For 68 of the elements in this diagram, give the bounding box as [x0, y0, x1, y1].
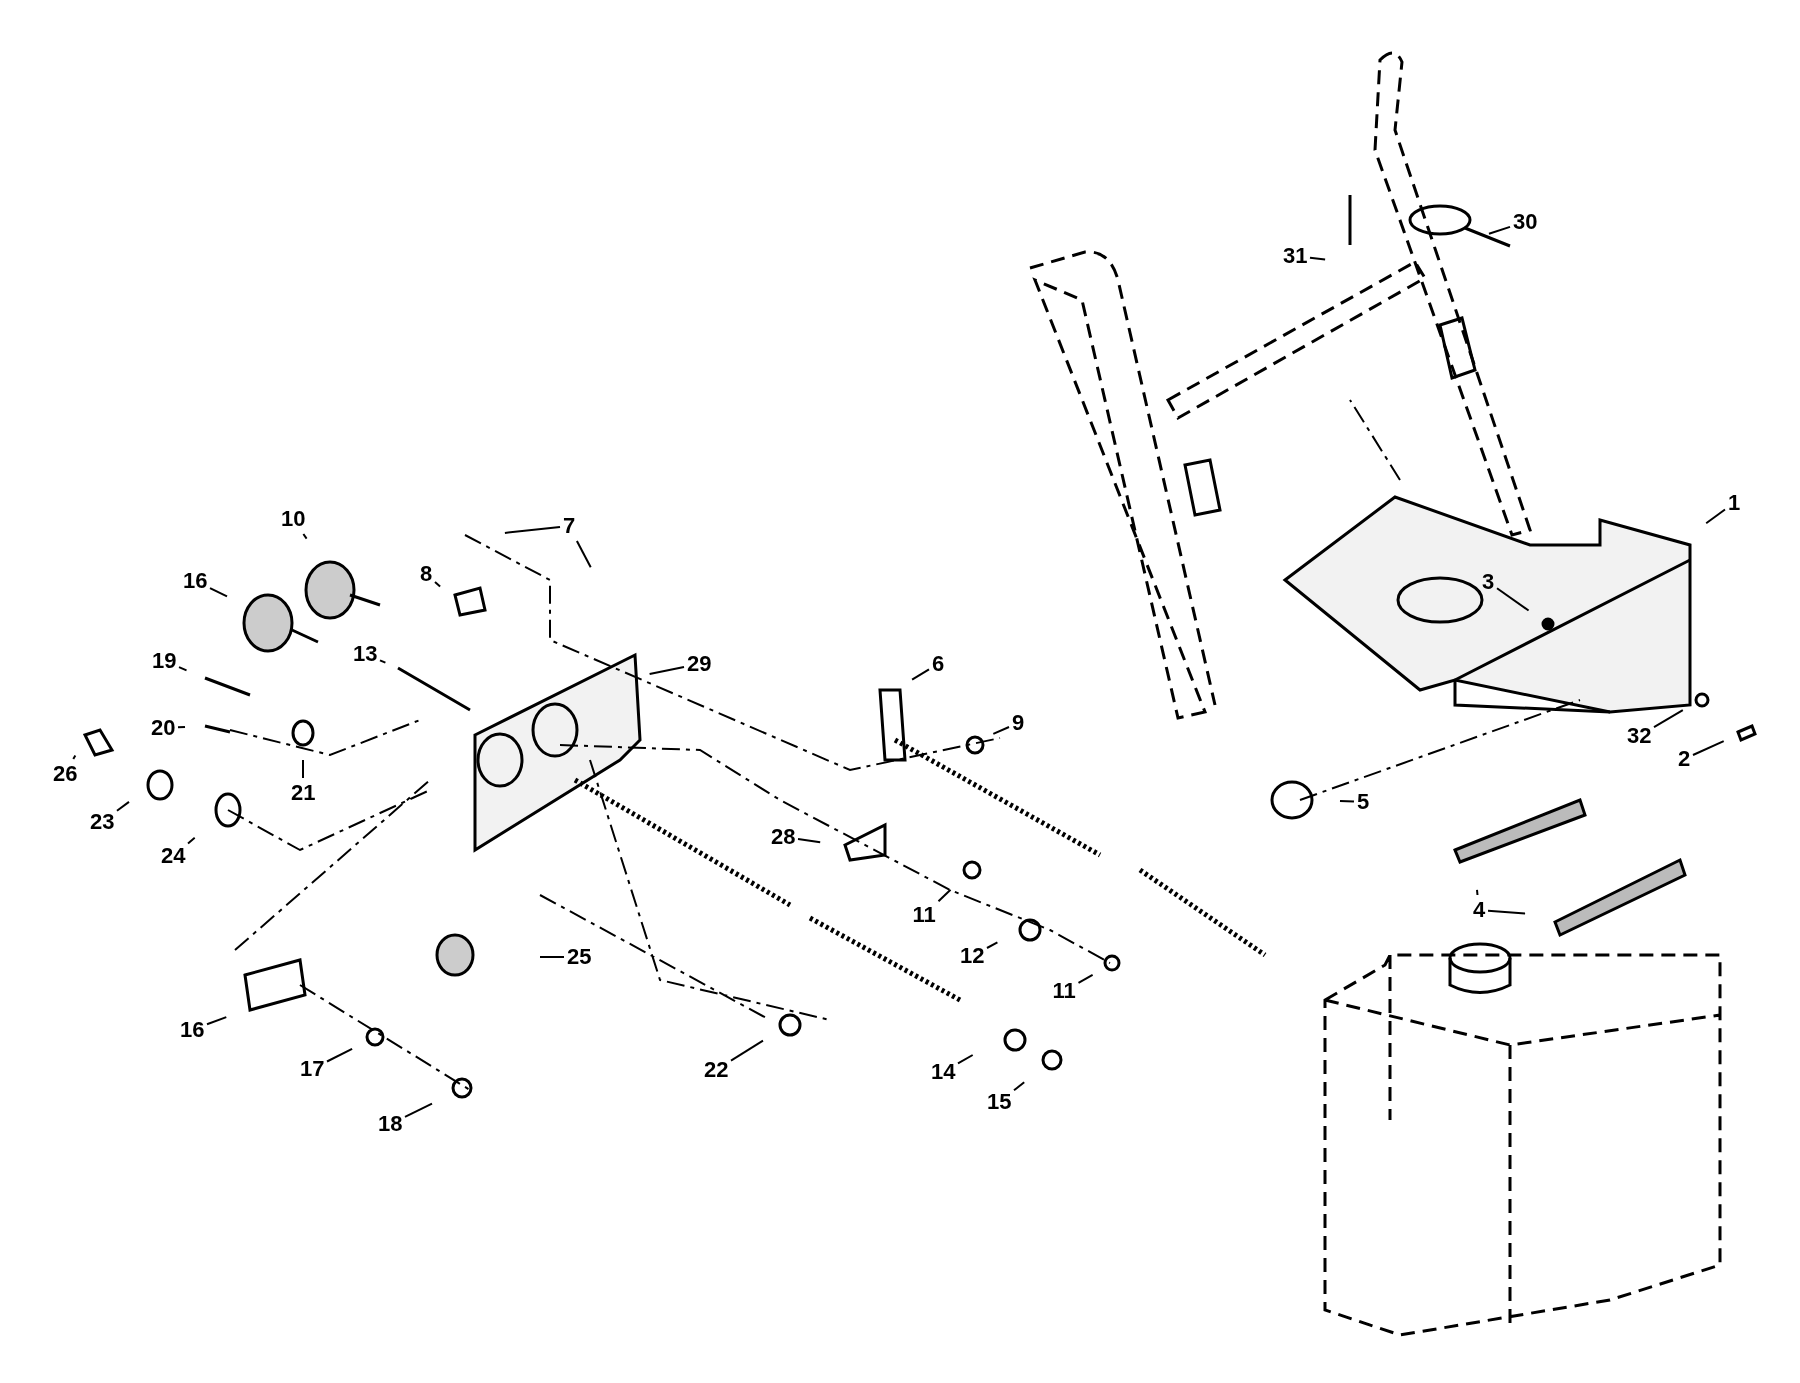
callout-number: 16	[183, 569, 208, 593]
callout-number: 28	[771, 825, 796, 849]
callout-number: 3	[1482, 570, 1495, 594]
leader-line	[957, 1054, 974, 1065]
leader-line	[209, 587, 228, 598]
leader-line	[503, 526, 561, 534]
callout-number: 12	[960, 944, 985, 968]
callout-number: 22	[704, 1058, 729, 1082]
callout-number: 32	[1627, 724, 1652, 748]
callout-number: 1	[1728, 491, 1741, 515]
callout-number: 5	[1357, 790, 1370, 814]
callout-number: 9	[1012, 711, 1025, 735]
leader-line	[379, 659, 387, 664]
leader-line	[1488, 225, 1511, 235]
leader-line	[1339, 799, 1355, 803]
callout-number: 19	[152, 649, 177, 673]
callout-number: 8	[420, 562, 433, 586]
callout-number: 24	[161, 844, 186, 868]
leader-line	[539, 956, 565, 958]
leader-line	[178, 666, 188, 672]
callout-number: 23	[90, 810, 115, 834]
callout-number: 6	[932, 652, 945, 676]
callout-number: 20	[151, 716, 176, 740]
leader-line	[1476, 888, 1479, 896]
leader-line	[648, 666, 685, 675]
leader-line	[72, 754, 77, 760]
leader-line	[1692, 740, 1725, 756]
leader-line	[116, 800, 130, 812]
callout-number: 11	[912, 903, 936, 927]
leader-line	[326, 1047, 354, 1063]
leader-line	[1705, 508, 1726, 525]
leader-line	[177, 726, 186, 729]
leader-line	[911, 668, 930, 681]
leader-line	[206, 1016, 228, 1026]
leader-line	[1496, 587, 1530, 612]
callout-number: 10	[281, 507, 306, 531]
leader-line	[434, 581, 442, 588]
leader-line	[1077, 973, 1094, 984]
leader-line	[1653, 709, 1684, 729]
leader-line	[187, 836, 196, 845]
callout-number: 18	[378, 1112, 403, 1136]
leader-line	[992, 726, 1010, 735]
callout-number: 4	[1473, 898, 1486, 922]
callout-number: 17	[300, 1057, 325, 1081]
callout-number: 11	[1052, 979, 1076, 1003]
leader-line	[302, 759, 304, 779]
callout-number: 21	[291, 781, 316, 805]
callout-number: 7	[563, 514, 576, 538]
callout-number: 31	[1283, 244, 1308, 268]
callout-number: 15	[987, 1090, 1012, 1114]
callout-number: 29	[687, 652, 712, 676]
leader-line	[1487, 909, 1527, 915]
callout-number: 16	[180, 1018, 205, 1042]
callout-number: 2	[1678, 747, 1691, 771]
callout-number: 13	[353, 642, 378, 666]
leader-line	[1013, 1081, 1026, 1092]
callout-number: 25	[567, 945, 592, 969]
callout-number: 14	[931, 1060, 956, 1084]
leader-line	[730, 1039, 764, 1062]
leader-line	[1309, 256, 1327, 261]
leader-line	[797, 838, 822, 844]
leader-line	[937, 888, 952, 903]
leader-line	[302, 533, 308, 540]
leader-line	[404, 1102, 433, 1118]
leader-line	[575, 540, 592, 569]
callout-number: 26	[53, 762, 78, 786]
callout-number: 30	[1513, 210, 1538, 234]
leader-line	[986, 941, 999, 949]
